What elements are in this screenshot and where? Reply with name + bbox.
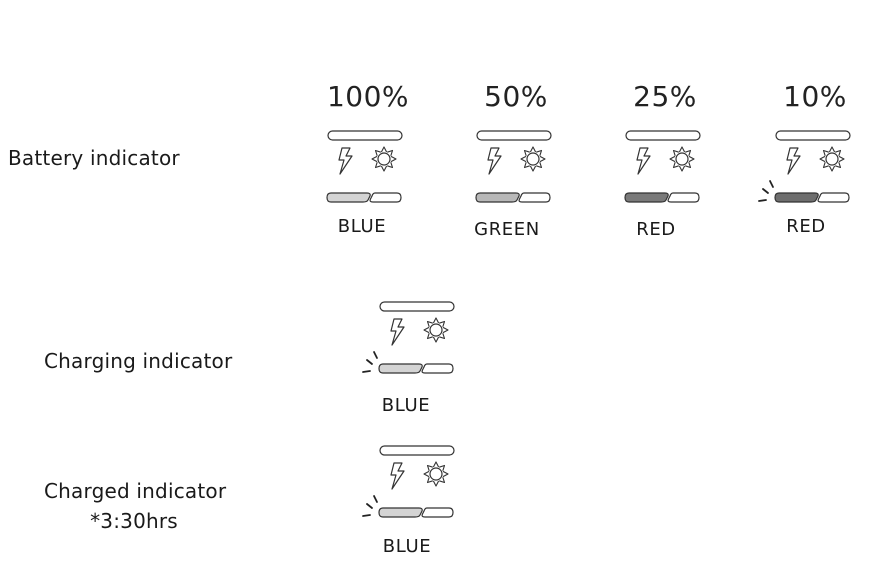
indicator-graphic [362,301,455,374]
battery-percent-50: 50% [484,80,548,113]
charging-indicator [362,299,487,379]
sun-icon [819,146,845,172]
battery-indicator-25 [623,128,733,208]
blink-rays-icon [758,180,774,202]
status-light-bar [327,130,403,141]
battery-indicator-50 [474,128,584,208]
status-light-bar [476,130,552,141]
blink-rays-icon [362,351,378,373]
secondary-bar [817,192,850,203]
battery-indicator-label: Battery indicator [8,143,180,173]
blink-rays-icon [362,495,378,517]
charged-indicator-label: Charged indicator *3:30hrs [44,476,227,536]
secondary-bar [421,363,454,374]
indicator-graphic [475,130,552,203]
lightning-bolt-icon [390,462,405,490]
battery-percent-25: 25% [633,80,697,113]
battery-level-bar [378,363,423,374]
sun-icon [669,146,695,172]
battery-color-50: GREEN [474,219,540,240]
charged-indicator-label-line2: *3:30hrs [90,509,178,533]
lightning-bolt-icon [786,147,801,175]
charged-color: BLUE [382,536,432,557]
lightning-bolt-icon [390,318,405,346]
lightning-bolt-icon [636,147,651,175]
secondary-bar [421,507,454,518]
battery-indicator-label-text: Battery indicator [8,146,180,170]
battery-level-bar [475,192,520,203]
charging-color: BLUE [381,395,431,416]
status-light-bar [625,130,701,141]
charging-indicator-label-text: Charging indicator [44,349,233,373]
battery-indicator-100 [325,128,435,208]
secondary-bar [667,192,700,203]
charged-indicator-label-line1: Charged indicator [44,479,227,503]
indicator-graphic [362,445,455,518]
battery-indicator-10 [758,128,870,208]
secondary-bar [369,192,402,203]
sun-icon [423,317,449,343]
battery-color-100: BLUE [337,216,387,237]
battery-level-bar [326,192,371,203]
indicator-graphic [624,130,701,203]
sun-icon [371,146,397,172]
indicator-graphic [758,130,851,203]
sun-icon [520,146,546,172]
lightning-bolt-icon [338,147,353,175]
battery-color-25: RED [636,219,676,240]
status-light-bar [775,130,851,141]
status-light-bar [379,301,455,312]
battery-percent-10: 10% [783,80,847,113]
charging-indicator-label: Charging indicator [44,346,232,376]
sun-icon [423,461,449,487]
indicator-graphic [326,130,403,203]
battery-level-bar [774,192,819,203]
charged-indicator [362,443,487,523]
lightning-bolt-icon [487,147,502,175]
battery-percent-100: 100% [326,80,410,113]
status-light-bar [379,445,455,456]
battery-level-bar [378,507,423,518]
secondary-bar [518,192,551,203]
battery-color-10: RED [786,216,826,237]
battery-level-bar [624,192,669,203]
